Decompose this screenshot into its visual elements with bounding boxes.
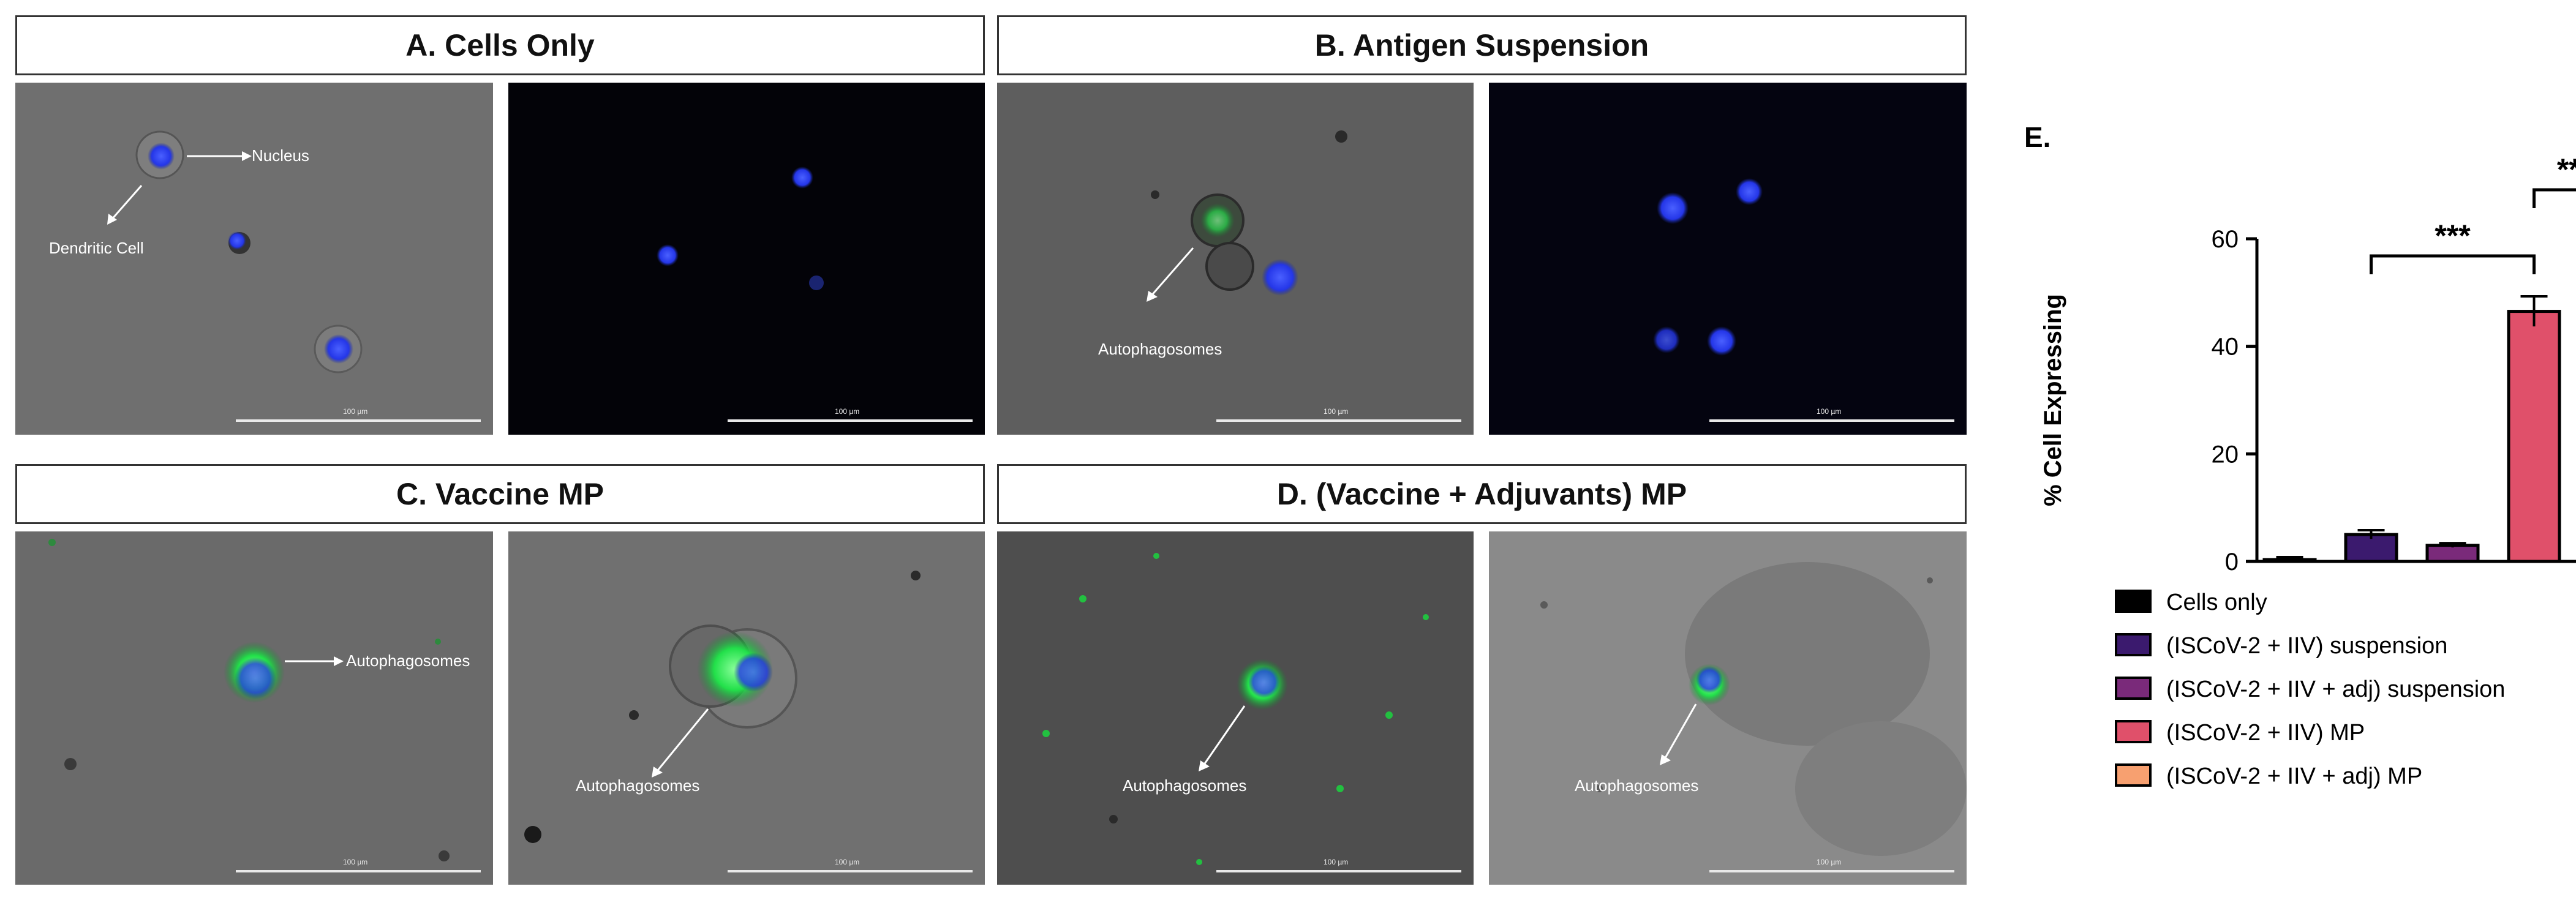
legend-swatch bbox=[2115, 677, 2152, 700]
panel-c-image-2: Autophagosomes 100 µm bbox=[508, 531, 985, 885]
panel-c-title: C. Vaccine MP bbox=[15, 464, 985, 524]
panel-a-brightfield-image: Nucleus Dendritic Cell 100 µm bbox=[15, 83, 493, 435]
significance-bracket bbox=[2533, 188, 2576, 208]
legend-label: (ISCoV-2 + IIV + adj) MP bbox=[2166, 763, 2422, 789]
panel-c-image-1: Autophagosomes 100 µm bbox=[15, 531, 493, 885]
autophagosomes-label: Autophagosomes bbox=[1575, 776, 1699, 795]
legend-swatch bbox=[2115, 633, 2152, 656]
y-tick-label: 0 bbox=[2225, 549, 2239, 576]
legend-swatch bbox=[2115, 720, 2152, 743]
autophagosomes-label: Autophagosomes bbox=[346, 651, 470, 670]
y-tick-label: 40 bbox=[2212, 334, 2239, 361]
legend-swatch bbox=[2115, 763, 2152, 787]
significance-bracket bbox=[2370, 254, 2536, 274]
scale-label: 100 µm bbox=[1324, 407, 1349, 416]
scale-label: 100 µm bbox=[343, 858, 368, 866]
legend-label: Cells only bbox=[2166, 590, 2267, 615]
panel-d-image-2: Autophagosomes 100 µm bbox=[1489, 531, 1967, 885]
legend-label: (ISCoV-2 + IIV) suspension bbox=[2166, 633, 2447, 659]
legend-swatch bbox=[2115, 590, 2152, 613]
autophagosomes-label: Autophagosomes bbox=[1098, 340, 1222, 358]
scale-label: 100 µm bbox=[1817, 407, 1842, 416]
scale-bar bbox=[1216, 419, 1461, 422]
scale-bar bbox=[728, 419, 973, 422]
scale-bar bbox=[1709, 870, 1954, 872]
y-tick-label: 60 bbox=[2212, 226, 2239, 253]
y-tick-label: 20 bbox=[2212, 441, 2239, 468]
scale-bar bbox=[1216, 870, 1461, 872]
scale-label: 100 µm bbox=[835, 858, 860, 866]
significance-label: *** bbox=[2435, 219, 2471, 253]
panel-label: E. bbox=[2024, 121, 2051, 153]
legend-label: (ISCoV-2 + IIV) MP bbox=[2166, 720, 2365, 746]
scale-bar bbox=[728, 870, 973, 872]
panel-a-fluorescence-image: 100 µm bbox=[508, 83, 985, 435]
scale-bar bbox=[236, 870, 481, 872]
y-axis-label: % Cell Expressing bbox=[2039, 294, 2066, 506]
significance-label: *** bbox=[2557, 152, 2576, 187]
scale-label: 100 µm bbox=[343, 407, 368, 416]
autophagosomes-label: Autophagosomes bbox=[576, 776, 700, 795]
bar bbox=[2425, 544, 2480, 563]
scale-bar bbox=[1709, 419, 1954, 422]
scale-label: 100 µm bbox=[835, 407, 860, 416]
panel-d-title: D. (Vaccine + Adjuvants) MP bbox=[997, 464, 1967, 524]
panel-b-fluorescence-image: 100 µm bbox=[1489, 83, 1967, 435]
legend-label: (ISCoV-2 + IIV + adj) suspension bbox=[2166, 677, 2505, 702]
scale-label: 100 µm bbox=[1817, 858, 1842, 866]
panel-e-bar-chart: E. 0 20 40 60 % Cell Expressing *** *** Cells on… bbox=[2024, 121, 2576, 789]
scale-label: 100 µm bbox=[1324, 858, 1349, 866]
panel-b-brightfield-image: Autophagosomes 100 µm bbox=[997, 83, 1474, 435]
scale-bar bbox=[236, 419, 481, 422]
panel-b-title: B. Antigen Suspension bbox=[997, 15, 1967, 75]
dendritic-cell-label: Dendritic Cell bbox=[49, 239, 144, 257]
autophagosomes-label: Autophagosomes bbox=[1123, 776, 1247, 795]
panel-d-image-1: Autophagosomes 100 µm bbox=[997, 531, 1474, 885]
panel-a-title: A. Cells Only bbox=[15, 15, 985, 75]
bar bbox=[2507, 310, 2561, 563]
nucleus-label: Nucleus bbox=[252, 146, 309, 165]
